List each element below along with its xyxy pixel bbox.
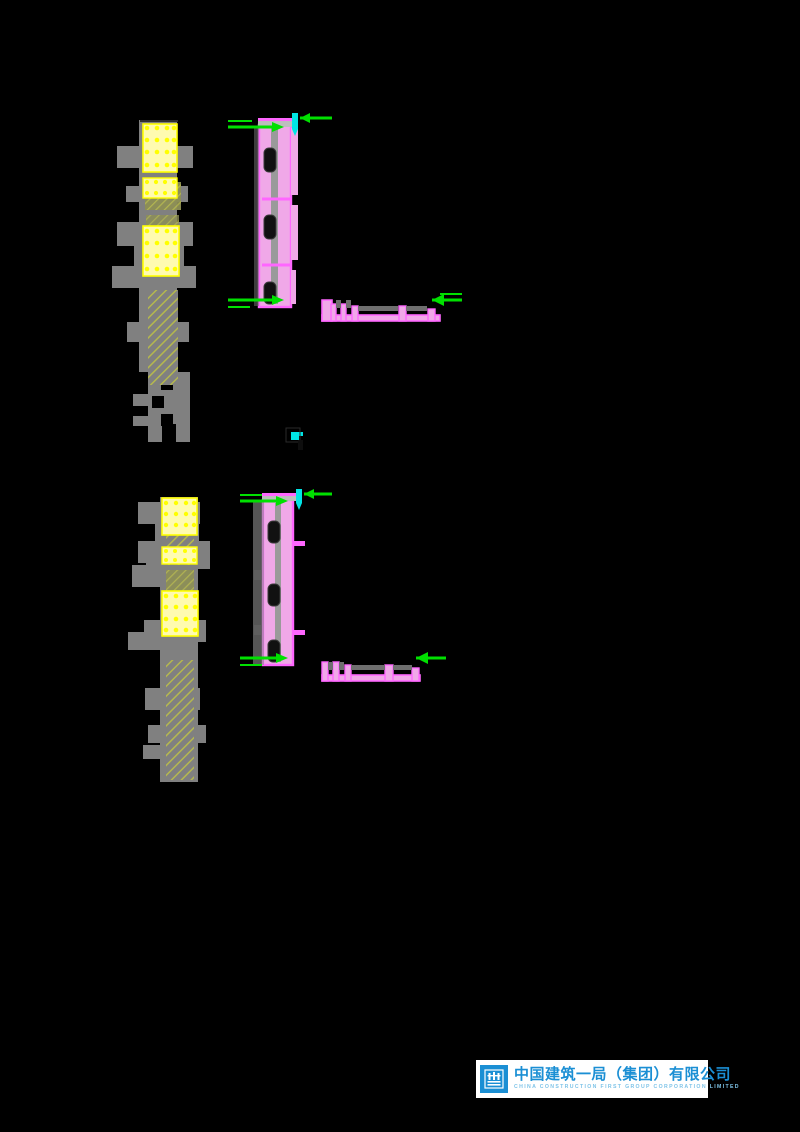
rebar-cage bbox=[161, 590, 199, 637]
company-name-cn: 中国建筑一局（集团）有限公司 bbox=[514, 1066, 732, 1084]
rebar-cage bbox=[142, 177, 178, 199]
top-section-view bbox=[112, 120, 196, 444]
leader-arrow-green bbox=[228, 295, 284, 308]
rebar-cage bbox=[161, 546, 198, 565]
company-logo-text: 中国建筑一局（集团）有限公司 CHINA CONSTRUCTION FIRST … bbox=[514, 1067, 740, 1090]
leader-arrow-green bbox=[228, 120, 284, 132]
company-name-en: CHINA CONSTRUCTION FIRST GROUP CORPORATI… bbox=[514, 1084, 740, 1091]
leader-arrow-green bbox=[432, 293, 462, 306]
company-logo-mark-icon bbox=[480, 1065, 508, 1093]
section-cut-marker-mid bbox=[285, 427, 303, 450]
bottom-section-view bbox=[128, 486, 210, 782]
top-plan-view bbox=[321, 293, 462, 322]
leader-arrow-green bbox=[240, 494, 288, 506]
section-cut-marker-bottom bbox=[296, 489, 332, 510]
leader-arrow-green bbox=[240, 653, 288, 666]
bottom-elevation-view bbox=[240, 489, 332, 667]
rebar-cage bbox=[142, 123, 178, 173]
section-cut-marker-top bbox=[292, 113, 332, 136]
bottom-plan-view bbox=[321, 652, 446, 682]
rebar-cage bbox=[142, 225, 180, 277]
leader-arrow-green bbox=[416, 652, 446, 664]
top-elevation-view bbox=[228, 113, 332, 309]
rebar-cage bbox=[161, 497, 198, 536]
company-logo-block: 中国建筑一局（集团）有限公司 CHINA CONSTRUCTION FIRST … bbox=[476, 1060, 739, 1098]
